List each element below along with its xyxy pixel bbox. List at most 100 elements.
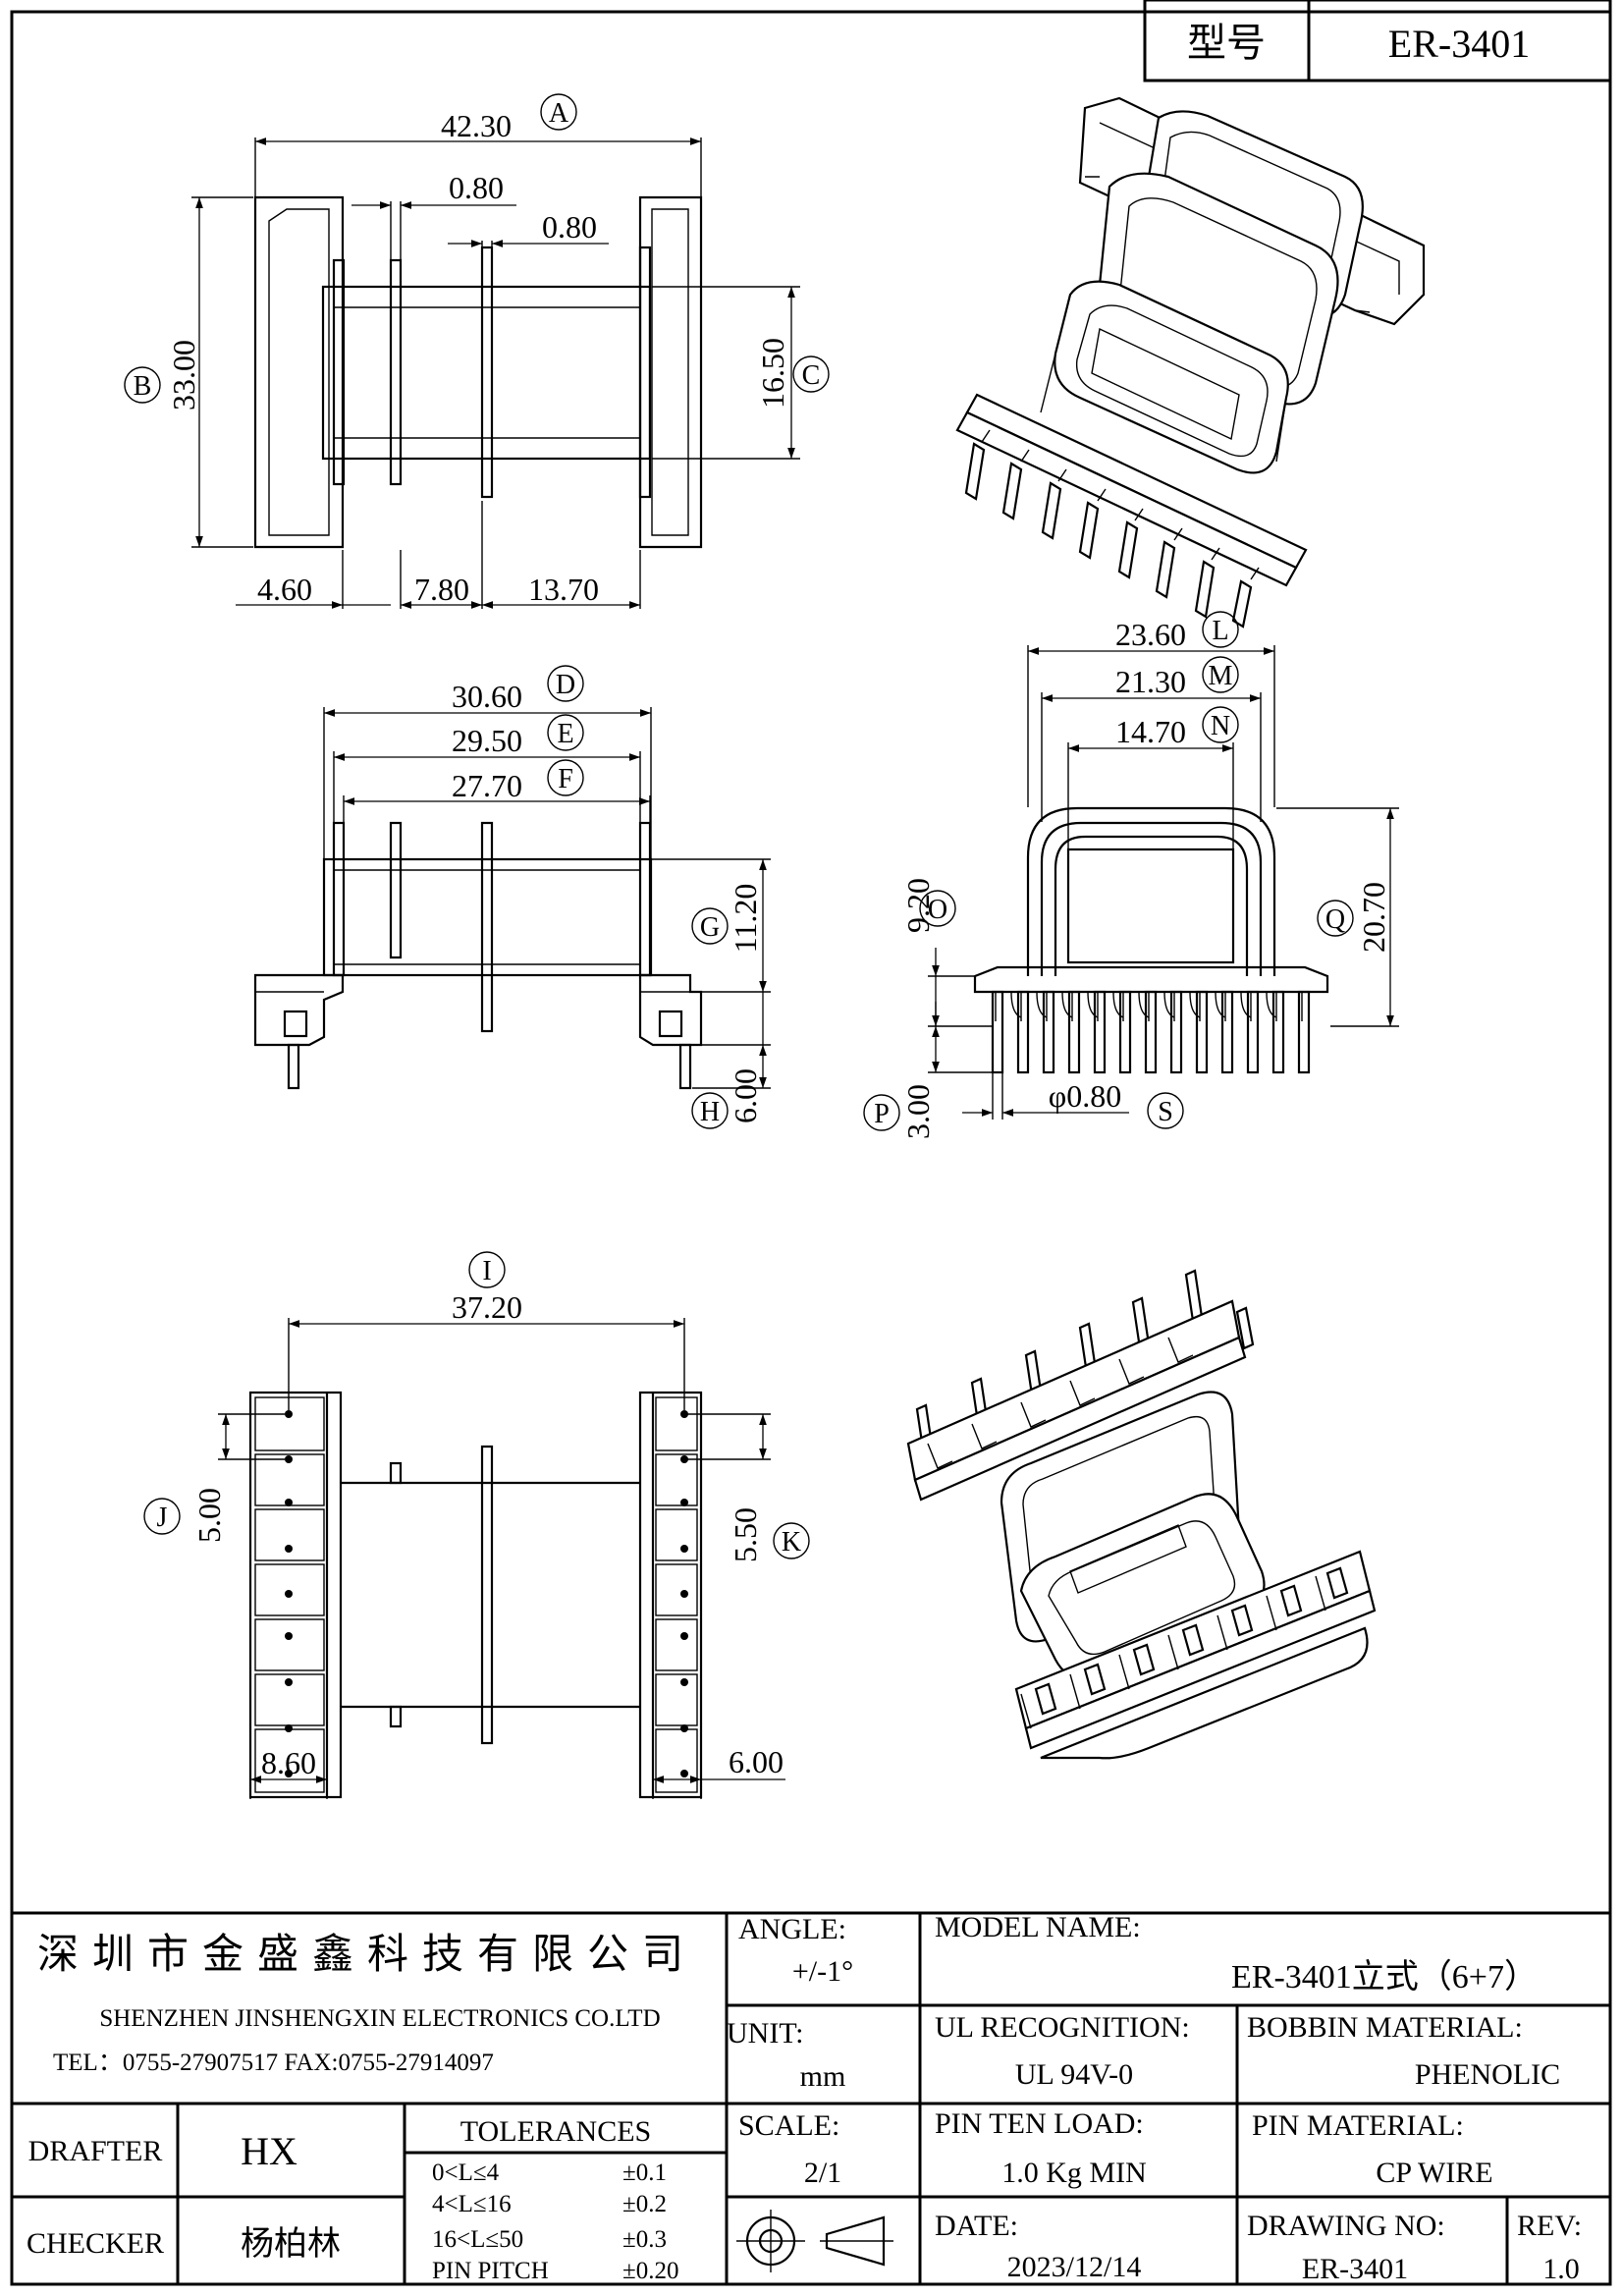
dim-M-value: 21.30 [1115, 664, 1186, 699]
svg-text:C: C [802, 360, 821, 391]
bobbin-material-label: BOBBIN MATERIAL: [1247, 2011, 1523, 2044]
drawing-no-label: DRAWING NO: [1247, 2210, 1445, 2242]
unit-label: UNIT: [727, 2017, 804, 2050]
tolerance-range-4: PIN PITCH [432, 2258, 549, 2284]
unit-value: mm [800, 2060, 846, 2093]
rev-label: REV: [1517, 2210, 1582, 2242]
dim-8.60: 8.60 [261, 1745, 316, 1780]
model-value: ER-3401 [1388, 22, 1530, 66]
dim-E-value: 29.50 [452, 723, 522, 758]
dim-B-value: 33.00 [166, 340, 201, 410]
svg-text:E: E [557, 719, 573, 749]
svg-text:L: L [1212, 616, 1228, 646]
callout-S: S [1147, 1092, 1184, 1129]
callout-N: N [1202, 706, 1239, 743]
dim-A-value: 42.30 [441, 108, 512, 143]
scale-label: SCALE: [738, 2109, 839, 2142]
callout-H: H [691, 1092, 729, 1129]
angle-label: ANGLE: [738, 1913, 846, 1945]
bottom-view: 37.20 5.00 5.50 8.60 6.00 I J K [143, 1251, 810, 1799]
dim-H-value: 6.00 [728, 1068, 763, 1123]
dim-0.80-a: 0.80 [449, 170, 504, 205]
callout-J: J [143, 1498, 181, 1535]
callout-I: I [468, 1251, 506, 1288]
callout-D: D [547, 665, 584, 702]
tolerance-range-2: 4<L≤16 [432, 2191, 512, 2217]
svg-text:A: A [549, 98, 569, 129]
drafter-value: HX [241, 2129, 297, 2173]
dim-I-value: 37.20 [452, 1289, 522, 1325]
pin-material-label: PIN MATERIAL: [1252, 2109, 1464, 2142]
svg-text:M: M [1209, 661, 1233, 691]
callout-F: F [547, 759, 584, 796]
bobbin-material-value: PHENOLIC [1415, 2058, 1560, 2091]
front-view: 30.60 29.50 27.70 11.20 6.00 D E F G H [253, 665, 771, 1129]
tolerance-value-4: ±0.20 [622, 2258, 678, 2284]
callout-B: B [124, 366, 161, 404]
tolerance-range-3: 16<L≤50 [432, 2226, 523, 2253]
tolerance-value-2: ±0.2 [622, 2191, 667, 2217]
scale-value: 2/1 [804, 2157, 841, 2189]
svg-text:G: G [700, 912, 720, 943]
company-name-cn: 深圳市金盛鑫科技有限公司 [37, 1932, 697, 1978]
tolerance-value-3: ±0.3 [622, 2226, 667, 2253]
date-label: DATE: [935, 2210, 1018, 2242]
svg-text:K: K [782, 1527, 801, 1558]
callout-C: C [792, 355, 830, 393]
svg-text:D: D [556, 670, 575, 700]
model-name-value: ER-3401立式（6+7） [1231, 1958, 1538, 1995]
drawing-no-value: ER-3401 [1302, 2253, 1408, 2285]
callout-P: P [863, 1094, 900, 1131]
dim-4.60: 4.60 [257, 572, 312, 607]
drafter-label: DRAFTER [28, 2135, 163, 2167]
isometric-view-bottom [906, 1269, 1377, 1760]
svg-text:F: F [558, 764, 573, 794]
checker-value: 杨柏林 [241, 2225, 341, 2263]
dim-L-value: 23.60 [1115, 617, 1186, 652]
dim-P-value: 3.00 [900, 1084, 936, 1139]
isometric-view-top [955, 96, 1426, 629]
side-view: 23.60 21.30 14.70 20.70 9.20 3.00 φ0.80 … [863, 611, 1399, 1139]
checker-label: CHECKER [27, 2227, 164, 2260]
top-view: 42.30 0.80 0.80 33.00 16.50 4.60 7.80 13… [124, 93, 830, 609]
svg-text:H: H [700, 1097, 720, 1127]
dim-K-value: 5.50 [728, 1507, 763, 1562]
svg-text:P: P [874, 1099, 890, 1129]
svg-text:J: J [157, 1503, 168, 1533]
dim-G-value: 11.20 [728, 884, 763, 954]
svg-text:Q: Q [1325, 904, 1345, 935]
dim-0.80-b: 0.80 [542, 209, 597, 245]
sheet-border [10, 10, 1612, 2286]
pin-ten-load-value: 1.0 Kg MIN [1001, 2157, 1147, 2189]
ul-recognition-value: UL 94V-0 [1015, 2058, 1133, 2091]
model-name-label: MODEL NAME: [935, 1911, 1141, 1943]
model-label: 型号 [1187, 21, 1266, 65]
title-block: 深圳市金盛鑫科技有限公司 SHENZHEN JINSHENGXIN ELECTR… [12, 1911, 1610, 2285]
ul-recognition-label: UL RECOGNITION: [935, 2011, 1190, 2044]
tolerance-value-1: ±0.1 [622, 2159, 667, 2186]
dim-N-value: 14.70 [1115, 714, 1186, 749]
callout-G: G [691, 907, 729, 945]
header-model-box: 型号 ER-3401 [1143, 0, 1612, 82]
projection-symbol [736, 2210, 893, 2272]
callout-M: M [1202, 656, 1239, 693]
pin-ten-load-label: PIN TEN LOAD: [935, 2107, 1144, 2140]
angle-value: +/-1° [792, 1955, 853, 1988]
tolerances-label: TOLERANCES [460, 2115, 651, 2148]
svg-text:B: B [134, 371, 152, 402]
callout-O: O [919, 890, 956, 927]
dim-S-value: φ0.80 [1049, 1078, 1121, 1114]
dim-13.70: 13.70 [528, 572, 599, 607]
company-contact: TEL：0755-27907517 FAX:0755-27914097 [53, 2050, 494, 2076]
svg-text:I: I [482, 1256, 491, 1286]
callout-A: A [540, 93, 577, 131]
svg-text:N: N [1211, 711, 1230, 741]
callout-E: E [547, 714, 584, 751]
tolerance-range-1: 0<L≤4 [432, 2159, 500, 2186]
rev-value: 1.0 [1542, 2253, 1580, 2285]
svg-text:S: S [1158, 1097, 1173, 1127]
dim-J-value: 5.00 [191, 1488, 227, 1543]
dim-D-value: 30.60 [452, 679, 522, 714]
callout-Q: Q [1317, 900, 1354, 937]
